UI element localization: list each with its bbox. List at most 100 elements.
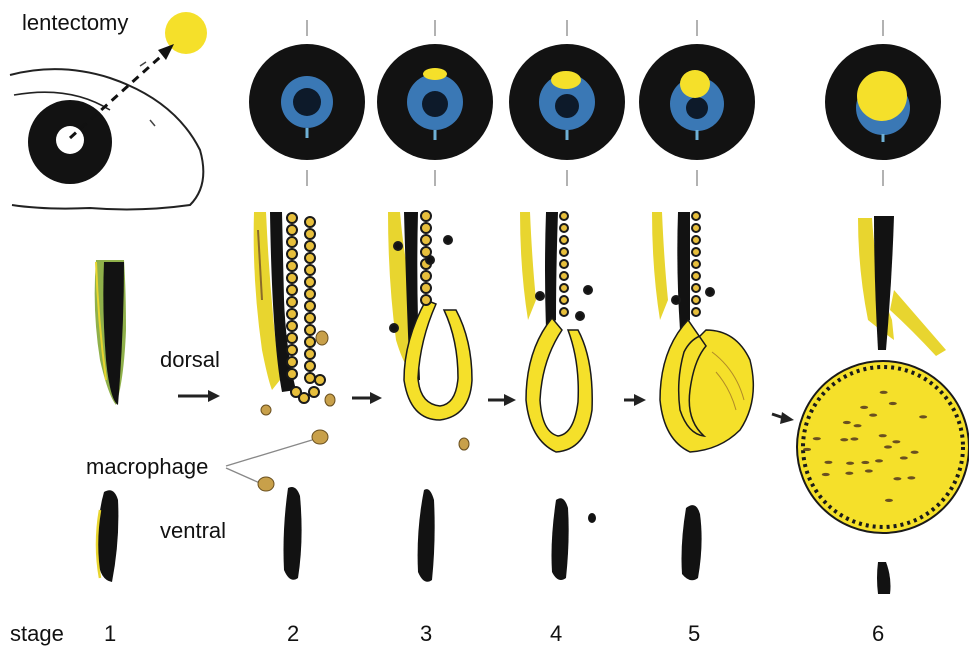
ventral-iris bbox=[682, 505, 702, 580]
arrowhead bbox=[158, 44, 174, 60]
cell bbox=[287, 225, 297, 235]
fiber-nucleus bbox=[884, 445, 892, 448]
cell bbox=[287, 273, 297, 283]
macrophage-cell bbox=[316, 331, 328, 345]
ventral-iris bbox=[284, 487, 302, 580]
fiber-nucleus bbox=[879, 434, 887, 437]
eye-pupil-empty bbox=[56, 126, 84, 154]
stage-label: stage bbox=[10, 621, 64, 646]
eye-stage-3 bbox=[377, 20, 493, 186]
cell bbox=[584, 286, 592, 294]
cell bbox=[560, 248, 568, 256]
cell bbox=[305, 217, 315, 227]
fiber-nucleus bbox=[824, 461, 832, 464]
cell bbox=[576, 312, 584, 320]
cell bbox=[315, 375, 325, 385]
cell bbox=[305, 265, 315, 275]
pigment-granule bbox=[588, 513, 596, 523]
section-stage-1 bbox=[95, 260, 126, 582]
fiber-nucleus bbox=[911, 451, 919, 454]
fiber-nucleus bbox=[893, 477, 901, 480]
cell bbox=[560, 296, 568, 304]
pigmented-layer bbox=[677, 212, 690, 330]
cell bbox=[706, 288, 714, 296]
fiber-nucleus bbox=[919, 415, 927, 418]
cell bbox=[692, 236, 700, 244]
pupil-center bbox=[686, 97, 708, 119]
stage-number-6: 6 bbox=[872, 621, 884, 646]
section-stage-4 bbox=[520, 212, 596, 580]
cell bbox=[692, 296, 700, 304]
stroma bbox=[652, 212, 668, 320]
ventral-iris bbox=[877, 562, 891, 594]
cell bbox=[287, 249, 297, 259]
ventral-iris bbox=[98, 490, 119, 582]
pigmented-layer bbox=[545, 212, 558, 330]
fiber-nucleus bbox=[869, 414, 877, 417]
fiber-nucleus bbox=[900, 456, 908, 459]
dedifferentiating-cells bbox=[287, 213, 325, 403]
fiber-nucleus bbox=[892, 440, 900, 443]
fiber-nucleus bbox=[803, 448, 811, 451]
arrowhead bbox=[208, 390, 220, 402]
fiber-nucleus bbox=[865, 469, 873, 472]
cell bbox=[305, 229, 315, 239]
section-stage-6 bbox=[797, 216, 969, 594]
cell bbox=[287, 285, 297, 295]
cell bbox=[692, 308, 700, 316]
section-stage-2 bbox=[254, 212, 335, 580]
macrophage-cell bbox=[261, 405, 271, 415]
cell bbox=[421, 283, 431, 293]
cell bbox=[560, 212, 568, 220]
fiber-nucleus bbox=[822, 473, 830, 476]
fiber-nucleus bbox=[889, 402, 897, 405]
lens-vesicle bbox=[423, 68, 447, 80]
fiber-nucleus bbox=[850, 437, 858, 440]
fiber-nucleus bbox=[880, 391, 888, 394]
stroma bbox=[520, 212, 536, 320]
fiber-nucleus bbox=[854, 424, 862, 427]
lens-vesicle bbox=[551, 71, 581, 89]
eye-views bbox=[249, 20, 941, 186]
fiber-nucleus bbox=[813, 437, 821, 440]
cell bbox=[421, 271, 431, 281]
fiber-nucleus bbox=[907, 476, 915, 479]
cell bbox=[287, 261, 297, 271]
cell bbox=[692, 272, 700, 280]
lens-vesicle bbox=[680, 70, 710, 98]
cell bbox=[305, 241, 315, 251]
cell bbox=[692, 260, 700, 268]
cell bbox=[299, 393, 309, 403]
section-stage-3 bbox=[388, 211, 472, 582]
fiber-nucleus bbox=[860, 406, 868, 409]
eye-stage-2 bbox=[249, 20, 365, 186]
cell bbox=[305, 253, 315, 263]
cell bbox=[287, 357, 297, 367]
dedifferentiating-cells bbox=[536, 212, 592, 320]
cell bbox=[692, 224, 700, 232]
cell bbox=[305, 313, 315, 323]
cell bbox=[672, 296, 680, 304]
cell bbox=[560, 236, 568, 244]
fiber-nucleus bbox=[875, 459, 883, 462]
fiber-nucleus bbox=[861, 461, 869, 464]
cell bbox=[560, 284, 568, 292]
regenerated-lens bbox=[857, 71, 907, 121]
macrophage-pointer bbox=[226, 440, 312, 466]
ventral-label: ventral bbox=[160, 518, 226, 543]
section-stage-5 bbox=[652, 212, 753, 580]
cell bbox=[287, 309, 297, 319]
cell bbox=[309, 387, 319, 397]
cell bbox=[287, 237, 297, 247]
cell bbox=[287, 345, 297, 355]
macrophage-cell bbox=[325, 394, 335, 406]
fiber-nucleus bbox=[845, 472, 853, 475]
cell bbox=[421, 295, 431, 305]
cell bbox=[305, 325, 315, 335]
pupil-center bbox=[555, 94, 579, 118]
arrowhead bbox=[634, 394, 646, 406]
cell bbox=[394, 242, 402, 250]
cell bbox=[305, 289, 315, 299]
stage-number-3: 3 bbox=[420, 621, 432, 646]
cell bbox=[421, 211, 431, 221]
